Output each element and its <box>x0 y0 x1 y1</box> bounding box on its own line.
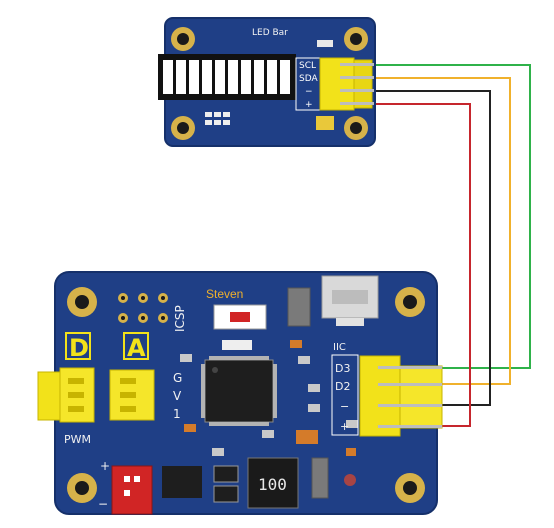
polarity-plus: + <box>100 459 110 473</box>
mount-hole <box>344 27 368 51</box>
icsp-label: ICSP <box>173 305 187 332</box>
led-segment <box>163 60 173 94</box>
led-segment <box>228 60 238 94</box>
iic-label: IIC <box>333 342 346 353</box>
led-pin-label-vcc: + <box>305 100 313 110</box>
led-indicator <box>344 474 356 486</box>
iic-connector <box>359 355 443 437</box>
ctrl-pin-label-d3: D3 <box>335 362 350 375</box>
diode <box>311 457 329 499</box>
letter-a-box <box>123 332 149 360</box>
led-connector <box>319 57 374 111</box>
inductor: 100 <box>247 457 299 509</box>
mount-hole <box>171 116 195 140</box>
led-module-title: LED Bar <box>252 28 288 38</box>
led-segment <box>202 60 212 94</box>
resistor-pads <box>205 112 230 125</box>
power-switch <box>111 465 153 515</box>
led-pin-label-sda: SDA <box>299 74 318 84</box>
wires <box>372 64 531 427</box>
wire-scl-d3 <box>372 64 531 369</box>
controller-board: ICSP Steven D A <box>37 271 443 515</box>
mcu-chip <box>201 356 277 426</box>
mount-hole <box>67 287 97 317</box>
led-pin-label-gnd: − <box>305 87 313 97</box>
letter-d-box <box>65 332 91 360</box>
capacitors <box>213 465 239 503</box>
connector-d <box>37 367 95 423</box>
side-label-g: G <box>173 371 182 385</box>
connector-a <box>109 369 155 421</box>
icsp-header <box>118 293 168 323</box>
mount-hole <box>344 116 368 140</box>
polarity-minus: − <box>98 497 108 511</box>
mount-hole <box>67 473 97 503</box>
pwm-label: PWM <box>64 433 91 446</box>
wire-gnd <box>372 90 491 406</box>
side-label-v: V <box>173 389 182 403</box>
led-segment <box>176 60 186 94</box>
inductor-label: 100 <box>258 475 287 494</box>
side-label-1: 1 <box>173 407 181 421</box>
mount-hole <box>171 27 195 51</box>
letter-d: D <box>69 334 89 362</box>
wire-vcc <box>372 103 471 427</box>
reset-button <box>213 304 267 330</box>
ic-sot <box>162 466 202 498</box>
led-segment <box>241 60 251 94</box>
led-segment <box>215 60 225 94</box>
mount-hole <box>395 287 425 317</box>
letter-a: A <box>127 334 146 362</box>
led-pin-label-scl: SCL <box>299 61 316 71</box>
led-segment <box>280 60 290 94</box>
wire-sda-d2 <box>372 77 511 385</box>
led-segment <box>254 60 264 94</box>
led-segment <box>189 60 199 94</box>
led-module-indicator <box>316 116 334 130</box>
ctrl-pin-label-vcc: + <box>340 420 349 433</box>
ctrl-pin-label-gnd: − <box>340 400 349 413</box>
led-segment <box>267 60 277 94</box>
mount-hole <box>395 473 425 503</box>
ctrl-pin-label-d2: D2 <box>335 380 350 393</box>
crystal <box>287 287 311 327</box>
smd-components <box>180 340 358 456</box>
usb-connector <box>321 275 379 326</box>
led-segments <box>163 60 290 94</box>
board-name-label: Steven <box>206 287 243 301</box>
chip-small <box>317 40 333 47</box>
led-bar-module: LED Bar SCL SDA − + <box>158 17 376 147</box>
